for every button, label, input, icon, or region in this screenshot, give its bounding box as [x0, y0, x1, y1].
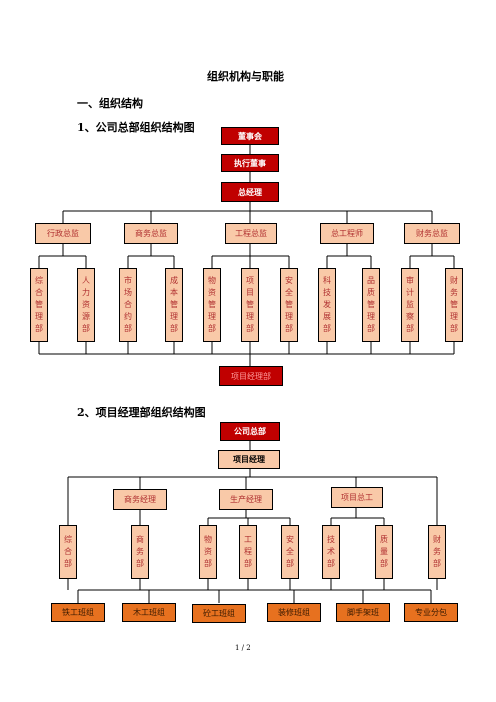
manager-box: 项目总工 [331, 487, 383, 508]
department-box: 综合部 [59, 525, 77, 579]
team-box: 脚手架班 [336, 603, 390, 622]
team-box: 装修班组 [267, 603, 321, 622]
department-box: 安全管理部 [280, 268, 298, 342]
manager-box: 商务经理 [113, 489, 167, 510]
department-box: 审计监察部 [401, 268, 419, 342]
project-manager-box: 项目经理 [218, 450, 280, 469]
director-box: 工程总监 [225, 223, 277, 244]
department-box: 品质管理部 [362, 268, 380, 342]
department-box: 成本管理部 [165, 268, 183, 342]
subsection-heading-2: 2、项目经理部组织结构图 [77, 406, 206, 419]
director-box: 行政总监 [35, 223, 91, 244]
department-box: 质量部 [375, 525, 393, 579]
department-box: 物资部 [199, 525, 217, 579]
executive-director-box: 执行董事 [221, 154, 279, 172]
project-department-box: 项目经理部 [219, 366, 283, 386]
section-heading: 一、组织结构 [77, 97, 143, 110]
department-box: 安全部 [281, 525, 299, 579]
department-box: 财务管理部 [445, 268, 463, 342]
department-box: 市场合约部 [119, 268, 137, 342]
department-box: 人力资源部 [77, 268, 95, 342]
department-box: 物资管理部 [203, 268, 221, 342]
department-box: 财务部 [428, 525, 446, 579]
department-box: 技术部 [322, 525, 340, 579]
director-box: 总工程师 [320, 223, 374, 244]
team-box: 专业分包 [404, 603, 458, 622]
director-box: 财务总监 [404, 223, 460, 244]
department-box: 科技发展部 [318, 268, 336, 342]
manager-box: 生产经理 [219, 489, 273, 510]
team-box: 铁工班组 [51, 603, 105, 622]
team-box: 木工班组 [122, 603, 176, 622]
department-box: 商务部 [131, 525, 149, 579]
general-manager-box: 总经理 [221, 182, 279, 202]
headquarters-box: 公司总部 [220, 422, 280, 441]
department-box: 工程部 [239, 525, 257, 579]
page-number: 1 / 2 [235, 644, 251, 652]
department-box: 项目管理部 [241, 268, 259, 342]
doc-title: 组织机构与职能 [207, 70, 284, 83]
subsection-heading-1: 1、公司总部组织结构图 [77, 121, 195, 134]
team-box: 砼工班组 [192, 604, 246, 623]
board-box: 董事会 [221, 127, 279, 145]
director-box: 商务总监 [124, 223, 178, 244]
department-box: 综合管理部 [30, 268, 48, 342]
